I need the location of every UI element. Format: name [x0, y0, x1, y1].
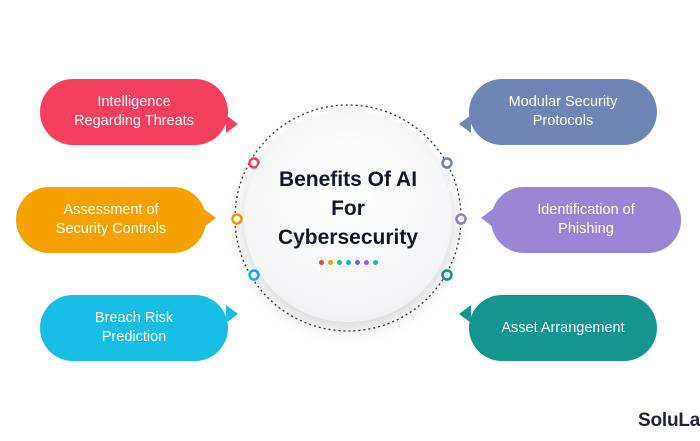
brand-logo: SoluLab: [634, 409, 700, 433]
color-dot: [345, 260, 351, 265]
bubble-tail: [226, 305, 238, 323]
center-circle: Benefits Of AI For Cybersecurity: [244, 114, 452, 322]
bubble-tail: [204, 209, 216, 227]
connector-node-2: [231, 213, 243, 225]
connector-node-3: [248, 269, 260, 281]
connector-node-4: [441, 157, 453, 169]
color-dot: [354, 260, 360, 265]
bubble-tail: [459, 115, 471, 133]
benefit-label: Asset Arrangement: [501, 319, 625, 336]
diagram-title: Benefits Of AI For Cybersecurity: [277, 168, 419, 249]
benefit-modular-security-protocols: Modular Security Protocols: [459, 79, 657, 145]
color-dot: [327, 260, 333, 265]
benefit-label: Intelligence Regarding Threats: [74, 94, 194, 129]
benefit-assessment-security-controls: Assessment of Security Controls: [16, 187, 216, 253]
color-dot: [363, 260, 369, 265]
bubble-tail: [459, 305, 471, 323]
benefit-label: Assessment of Security Controls: [55, 202, 167, 237]
benefit-label: Breach Risk Prediction: [94, 310, 174, 345]
color-dot: [318, 260, 324, 265]
color-dot: [372, 260, 378, 265]
bubble-tail: [481, 209, 493, 227]
benefit-label: Modular Security Protocols: [508, 94, 618, 129]
brand-name: SoluLab: [638, 410, 700, 431]
benefit-identification-phishing: Identification of Phishing: [481, 187, 681, 253]
benefit-label: Identification of Phishing: [537, 202, 635, 237]
connector-node-6: [441, 269, 453, 281]
bubble-tail: [226, 115, 238, 133]
benefit-breach-risk-prediction: Breach Risk Prediction: [40, 295, 238, 361]
benefit-asset-arrangement: Asset Arrangement: [459, 295, 657, 361]
color-dots: [318, 260, 378, 265]
connector-node-5: [455, 213, 467, 225]
benefit-intelligence-threats: Intelligence Regarding Threats: [40, 79, 238, 145]
color-dot: [336, 260, 342, 265]
